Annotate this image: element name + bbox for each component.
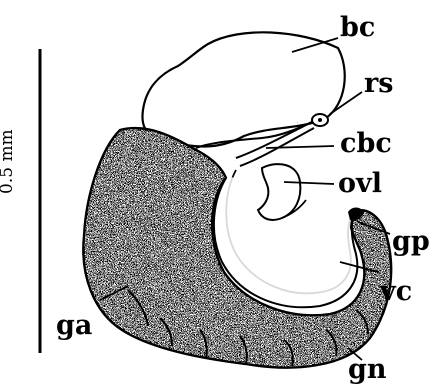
label-gn: gn [348,356,387,383]
label-cbc: cbc [340,130,392,157]
label-ga: ga [56,312,92,339]
label-ovl: ovl [338,170,382,197]
scale-bar-label: 0.5 mm [0,129,17,194]
label-rs: rs [364,70,393,97]
label-bc: bc [340,14,375,41]
bursa-copulatrix-shape [142,32,344,146]
leader-cbc [266,146,334,148]
label-gp: gp [392,228,430,255]
label-vc: vc [380,278,412,305]
